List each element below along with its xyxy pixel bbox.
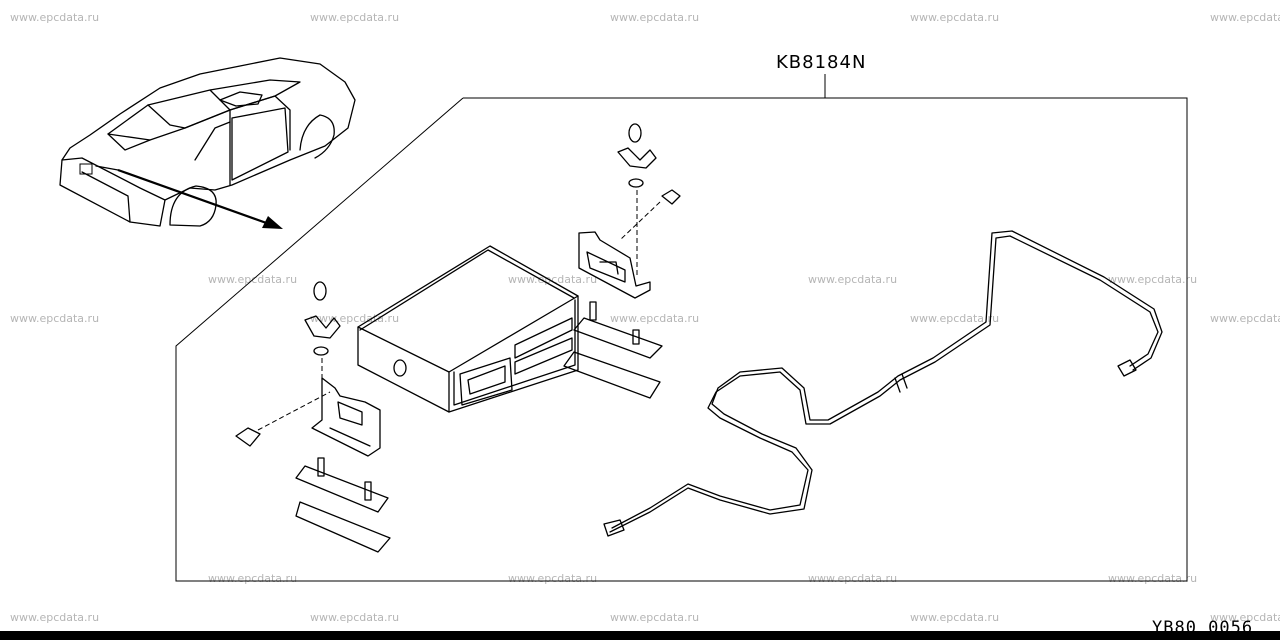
assembly-frame: KB8184N <box>175 52 1188 582</box>
watermark: www.epcdata.ru <box>10 611 99 624</box>
part-number-label: KB8184N <box>776 52 866 73</box>
watermark: www.epcdata.ru <box>1108 273 1197 286</box>
bottom-band <box>0 631 1280 640</box>
diagram-id-label: YB80 0056 <box>1152 618 1253 638</box>
cable-harness <box>603 230 1163 537</box>
lower-bracket-assembly <box>235 281 391 553</box>
watermark: www.epcdata.ru <box>1210 312 1280 325</box>
watermark: www.epcdata.ru <box>310 611 399 624</box>
watermark: www.epcdata.ru <box>1108 572 1197 585</box>
watermark: www.epcdata.ru <box>310 11 399 24</box>
watermark: www.epcdata.ru <box>1210 11 1280 24</box>
watermark-layer: www.epcdata.ru www.epcdata.ru www.epcdat… <box>10 11 1280 624</box>
watermark: www.epcdata.ru <box>508 572 597 585</box>
watermark: www.epcdata.ru <box>910 11 999 24</box>
cd-changer-unit <box>357 245 579 413</box>
watermark: www.epcdata.ru <box>208 572 297 585</box>
watermark: www.epcdata.ru <box>610 11 699 24</box>
watermark: www.epcdata.ru <box>508 273 597 286</box>
watermark: www.epcdata.ru <box>10 312 99 325</box>
watermark: www.epcdata.ru <box>1210 611 1280 624</box>
watermark: www.epcdata.ru <box>610 611 699 624</box>
watermark: www.epcdata.ru <box>610 312 699 325</box>
watermark: www.epcdata.ru <box>10 11 99 24</box>
watermark: www.epcdata.ru <box>808 273 897 286</box>
watermark: www.epcdata.ru <box>910 611 999 624</box>
upper-bracket-assembly <box>563 123 681 399</box>
car-illustration <box>59 57 356 229</box>
watermark: www.epcdata.ru <box>808 572 897 585</box>
watermark: www.epcdata.ru <box>910 312 999 325</box>
